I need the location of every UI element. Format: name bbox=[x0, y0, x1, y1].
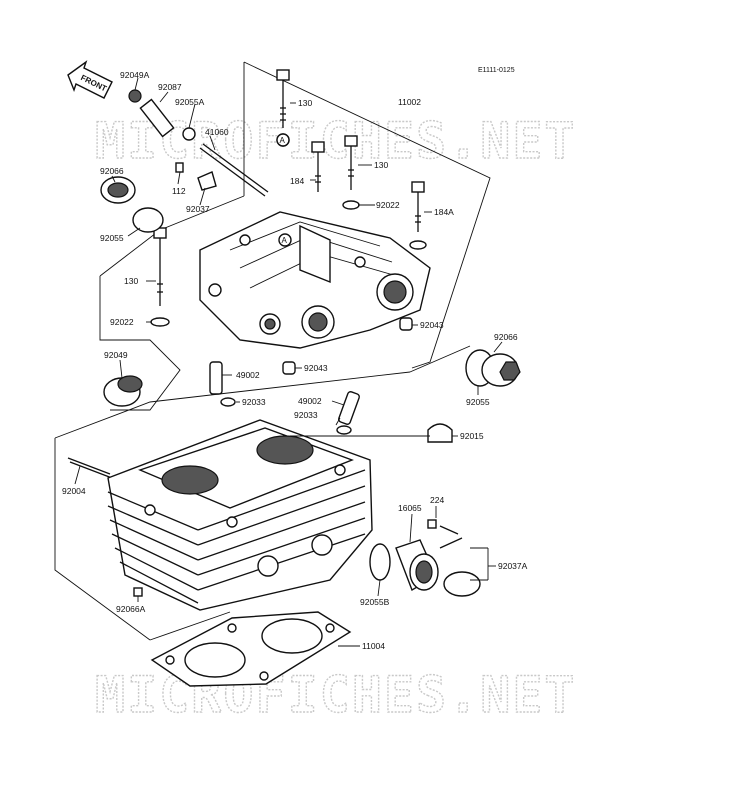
callout-a-top: A bbox=[276, 133, 290, 147]
label-92055-left: 92055 bbox=[100, 233, 124, 243]
label-41060: 41060 bbox=[205, 127, 229, 137]
label-130-mid: 130 bbox=[374, 160, 388, 170]
label-92055B: 92055B bbox=[360, 597, 390, 607]
label-92066-right: 92066 bbox=[494, 332, 518, 342]
bolt-130-left-icon bbox=[150, 227, 170, 327]
watermark-top: MICROFICHES.NET bbox=[95, 112, 577, 170]
label-92055-right: 92055 bbox=[466, 397, 490, 407]
camshaft-cover bbox=[199, 211, 431, 349]
label-92049A: 92049A bbox=[120, 70, 150, 80]
lower-group-outline bbox=[54, 345, 471, 641]
label-11002: 11002 bbox=[398, 97, 421, 107]
label-92037A: 92037A bbox=[498, 561, 528, 571]
screw-92066A-icon bbox=[133, 587, 143, 597]
plug-92066-left-icon bbox=[100, 176, 164, 233]
dowel-92043-bottom-icon bbox=[282, 361, 296, 375]
label-92033-right: 92033 bbox=[294, 410, 318, 420]
reference-code: E1111-0125 bbox=[478, 67, 515, 74]
label-92015: 92015 bbox=[460, 431, 484, 441]
bolt-130-mid-icon bbox=[342, 135, 360, 210]
cap-nut-92015-icon bbox=[427, 423, 453, 443]
label-92066-left: 92066 bbox=[100, 166, 124, 176]
label-92037: 92037 bbox=[186, 204, 210, 214]
label-49002-left: 49002 bbox=[236, 370, 260, 380]
label-49002-right: 49002 bbox=[298, 396, 322, 406]
leader-lines bbox=[74, 77, 503, 647]
bolt-184-icon bbox=[311, 141, 325, 192]
label-92004: 92004 bbox=[62, 486, 86, 496]
label-92022-right: 92022 bbox=[376, 200, 400, 210]
intake-holder-16065-icon bbox=[369, 519, 481, 597]
label-130-top: 130 bbox=[298, 98, 312, 108]
label-184A: 184A bbox=[434, 207, 454, 217]
label-112: 112 bbox=[172, 186, 186, 196]
dowel-92043-right-icon bbox=[399, 317, 413, 331]
label-92022-left: 92022 bbox=[110, 317, 134, 327]
watermark-bottom: MICROFICHES.NET bbox=[95, 666, 577, 724]
valve-guide-left-icon bbox=[209, 361, 236, 407]
label-92087: 92087 bbox=[158, 82, 182, 92]
stud-92004-icon bbox=[67, 457, 113, 479]
svg-text:A: A bbox=[280, 136, 286, 145]
cap-92049-icon bbox=[103, 375, 143, 407]
callout-a-mid: A bbox=[278, 233, 292, 247]
label-92033-left: 92033 bbox=[242, 397, 266, 407]
head-gasket-11004-icon bbox=[150, 611, 352, 687]
front-arrow-icon: FRONT bbox=[67, 60, 113, 99]
svg-text:A: A bbox=[282, 236, 288, 245]
label-92066A: 92066A bbox=[116, 604, 146, 614]
label-92043-bottom: 92043 bbox=[304, 363, 328, 373]
label-184: 184 bbox=[290, 176, 304, 186]
label-224: 224 bbox=[430, 495, 444, 505]
label-16065: 16065 bbox=[398, 503, 422, 513]
valve-guide-right-icon bbox=[336, 391, 360, 435]
plug-92066-right-icon bbox=[465, 349, 521, 387]
label-92055A: 92055A bbox=[175, 97, 205, 107]
label-130-left: 130 bbox=[124, 276, 138, 286]
label-92043-right: 92043 bbox=[420, 320, 444, 330]
label-92049: 92049 bbox=[104, 350, 128, 360]
cylinder-head bbox=[107, 419, 373, 611]
bolt-184A-icon bbox=[409, 181, 427, 250]
label-11004: 11004 bbox=[362, 641, 385, 651]
